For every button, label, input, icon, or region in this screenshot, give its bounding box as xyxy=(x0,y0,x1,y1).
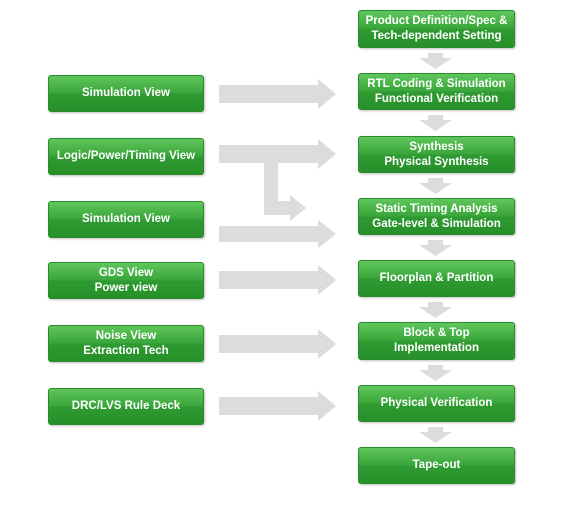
view-logic-power-timing: Logic/Power/Timing View xyxy=(48,138,204,175)
down-arrow-1 xyxy=(419,53,452,69)
flow-step-synthesis: Synthesis Physical Synthesis xyxy=(358,136,515,173)
view-simulation-1: Simulation View xyxy=(48,75,204,112)
flow-step-block-top-implementation: Block & Top Implementation xyxy=(358,322,515,360)
flow-step-static-timing-analysis: Static Timing Analysis Gate-level & Simu… xyxy=(358,198,515,235)
branch-arrow xyxy=(264,163,306,221)
right-arrow-3 xyxy=(219,220,336,248)
view-drc-lvs-rule-deck: DRC/LVS Rule Deck xyxy=(48,388,204,425)
flow-step-product-definition: Product Definition/Spec & Tech-dependent… xyxy=(358,10,515,48)
down-arrow-3 xyxy=(419,178,452,194)
right-arrow-6 xyxy=(219,391,336,421)
flow-step-tape-out: Tape-out xyxy=(358,447,515,484)
view-simulation-2: Simulation View xyxy=(48,201,204,238)
down-arrow-7 xyxy=(419,427,452,443)
right-arrow-4 xyxy=(219,265,336,295)
flow-step-physical-verification: Physical Verification xyxy=(358,385,515,422)
right-arrow-1 xyxy=(219,79,336,109)
down-arrow-4 xyxy=(419,240,452,256)
right-arrow-5 xyxy=(219,329,336,359)
view-gds-power: GDS View Power view xyxy=(48,262,204,299)
flow-step-rtl-coding: RTL Coding & Simulation Functional Verif… xyxy=(358,73,515,110)
view-noise-extraction: Noise View Extraction Tech xyxy=(48,325,204,362)
flow-step-floorplan: Floorplan & Partition xyxy=(358,260,515,297)
right-arrow-2 xyxy=(219,139,336,169)
down-arrow-5 xyxy=(419,302,452,318)
down-arrow-6 xyxy=(419,365,452,381)
down-arrow-2 xyxy=(419,115,452,131)
